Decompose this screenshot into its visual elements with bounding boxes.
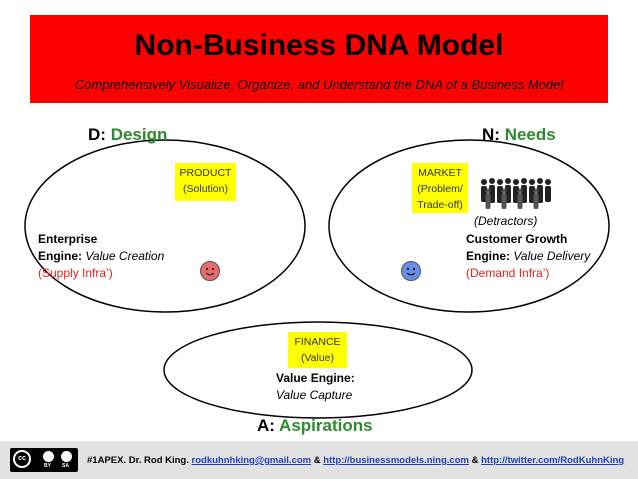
enterprise-engine-type: Value Creation xyxy=(85,249,165,263)
market-sticky-line: MARKET xyxy=(418,167,462,179)
customer-growth-engine-label: Engine: xyxy=(466,249,510,263)
aspirations-ellipse xyxy=(163,321,473,419)
footer-credits: #1APEX. Dr. Rod King. rodkuhnhking@gmail… xyxy=(87,455,624,466)
customer-growth-engine-infra: (Demand Infra’) xyxy=(466,266,550,280)
crowd-people-icon xyxy=(481,178,551,209)
creative-commons-by-sa-icon[interactable]: cc BY SA xyxy=(10,448,78,472)
heading-design-word: Design xyxy=(110,125,168,144)
heading-needs-word: Needs xyxy=(504,125,556,144)
customer-growth-engine-title: Customer Growth xyxy=(466,232,568,246)
product-sticky-line: (Solution) xyxy=(183,183,228,195)
smiley-face-blue-icon xyxy=(401,261,421,281)
product-sticky: PRODUCT (Solution) xyxy=(175,163,236,201)
heading-aspirations: A: Aspirations xyxy=(257,416,373,436)
footer-site-link[interactable]: http://businessmodels.ning.com xyxy=(323,455,469,466)
cc-icon: cc xyxy=(13,450,31,468)
share-alike-icon xyxy=(61,451,72,462)
customer-growth-engine-type: Value Delivery xyxy=(513,249,591,263)
finance-sticky: FINANCE (Value) xyxy=(288,332,347,368)
value-engine-title: Value Engine: xyxy=(276,371,355,385)
heading-needs-letter: N: xyxy=(482,125,500,144)
enterprise-engine-infra: (Supply Infra’) xyxy=(38,266,113,280)
by-person-icon xyxy=(43,451,54,462)
by-label: BY xyxy=(44,463,51,469)
enterprise-engine: Enterprise Engine: Value Creation (Suppl… xyxy=(38,231,164,282)
customer-growth-engine: Customer Growth Engine: Value Delivery (… xyxy=(466,231,590,282)
page-title: Non-Business DNA Model xyxy=(134,29,504,62)
footer-ampersand: & xyxy=(471,455,479,466)
needs-ellipse xyxy=(328,139,610,313)
customer-growth-engine-value: Engine: Value Delivery xyxy=(466,248,590,265)
heading-design-letter: D: xyxy=(88,125,106,144)
heading-aspirations-word: Aspirations xyxy=(279,416,373,435)
page-subtitle: Comprehensively Visualize, Organize, and… xyxy=(74,77,564,92)
market-sticky-line: (Problem/ xyxy=(417,183,463,195)
design-ellipse xyxy=(24,139,306,313)
heading-design: D: Design xyxy=(88,125,167,145)
finance-sticky-line: (Value) xyxy=(300,352,335,364)
footer-email-link[interactable]: rodkuhnhking@gmail.com xyxy=(191,455,312,466)
footer: cc BY SA #1APEX. Dr. Rod King. rodkuhnhk… xyxy=(0,441,638,479)
market-sticky-line: Trade-off) xyxy=(417,199,463,211)
heading-aspirations-letter: A: xyxy=(257,416,275,435)
finance-sticky-line: FINANCE xyxy=(294,336,341,348)
title-banner: Non-Business DNA Model Comprehensively V… xyxy=(30,15,608,103)
heading-needs: N: Needs xyxy=(482,125,556,145)
footer-twitter-link[interactable]: http://twitter.com/RodKuhnKing xyxy=(481,455,625,466)
detractors-label: (Detractors) xyxy=(474,214,538,228)
footer-author: #1APEX. Dr. Rod King. xyxy=(87,455,189,466)
value-engine-type: Value Capture xyxy=(276,388,353,402)
value-engine: Value Engine: Value Capture xyxy=(276,370,355,404)
product-sticky-line: PRODUCT xyxy=(179,167,232,179)
enterprise-engine-value: Engine: Value Creation xyxy=(38,248,164,265)
enterprise-engine-label: Engine: xyxy=(38,249,82,263)
sa-label: SA xyxy=(62,463,69,469)
enterprise-engine-title: Enterprise xyxy=(38,232,98,246)
footer-ampersand: & xyxy=(313,455,321,466)
market-sticky: MARKET (Problem/ Trade-off) xyxy=(412,163,468,213)
smiley-face-red-icon xyxy=(200,261,220,281)
